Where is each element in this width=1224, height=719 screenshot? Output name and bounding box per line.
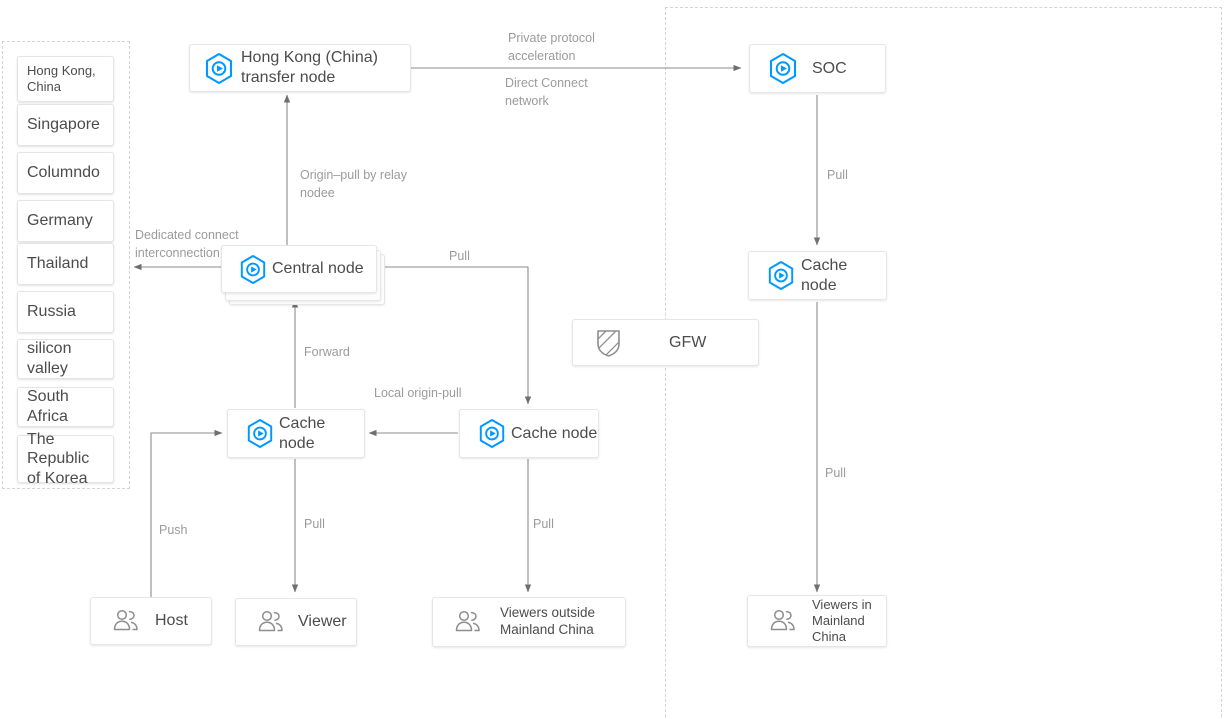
- region-chip-label: South Africa: [27, 388, 69, 425]
- node-label: Hong Kong (China) transfer node: [241, 49, 378, 86]
- edge-label-pull-central: Pull: [449, 249, 470, 263]
- shield-icon: [595, 328, 622, 358]
- node-hong-kong-transfer[interactable]: Hong Kong (China) transfer node: [189, 44, 411, 92]
- region-chip[interactable]: The Republic of Korea: [17, 431, 114, 487]
- region-chip-label: Columndo: [27, 164, 100, 182]
- region-chip[interactable]: Thailand: [17, 243, 114, 285]
- node-label: Cache node: [511, 424, 598, 442]
- edge-label-local-origin-pull: Local origin-pull: [374, 386, 462, 400]
- edge-label-pull-viewers-inside: Pull: [825, 466, 846, 480]
- node-cache-middle[interactable]: Cache node: [459, 409, 599, 458]
- node-central[interactable]: Central node: [221, 245, 377, 293]
- region-chip-label: Germany: [27, 212, 93, 230]
- node-viewer[interactable]: Viewer: [235, 598, 357, 646]
- region-chip[interactable]: South Africa: [17, 387, 114, 427]
- node-soc[interactable]: SOC: [749, 44, 886, 93]
- users-icon: [256, 610, 286, 634]
- node-viewers-outside[interactable]: Viewers outside Mainland China: [432, 597, 626, 647]
- node-label: Cache node: [279, 414, 326, 452]
- cdn-node-icon: [246, 418, 274, 449]
- edge-label-pull-viewer: Pull: [304, 517, 325, 531]
- users-icon: [453, 610, 483, 634]
- cdn-node-icon: [767, 260, 795, 291]
- users-icon: [768, 609, 798, 633]
- edge-label-direct-connect: Direct Connect network: [505, 76, 588, 109]
- node-viewers-inside[interactable]: Viewers in Mainland China: [747, 595, 887, 647]
- edge-label-private-protocol: Private protocol acceleration: [508, 31, 595, 64]
- node-label: Viewers in Mainland China: [812, 596, 872, 645]
- edge-label-push: Push: [159, 523, 188, 537]
- region-chip[interactable]: Hong Kong, China: [17, 56, 114, 102]
- edge-label-dedicated-connect: Dedicated connect interconnection: [135, 228, 239, 261]
- node-label: Central node: [272, 260, 364, 277]
- region-chip[interactable]: Germany: [17, 200, 114, 242]
- node-label: Viewers outside Mainland China: [500, 605, 596, 637]
- region-chip-label: Thailand: [27, 255, 89, 273]
- node-host[interactable]: Host: [90, 597, 212, 645]
- node-cache-mainland[interactable]: Cache node: [748, 251, 887, 300]
- region-chip[interactable]: Singapore: [17, 104, 114, 146]
- node-label: Cache node: [801, 256, 848, 294]
- node-label: GFW: [669, 333, 707, 351]
- region-chip-label: silicon valley: [27, 340, 72, 377]
- region-chip-label: Singapore: [27, 116, 100, 134]
- node-cache-left[interactable]: Cache node: [227, 409, 365, 458]
- edge-label-origin-pull-relay: Origin–pull by relay nodee: [300, 168, 407, 201]
- edge-label-pull-viewers-outside: Pull: [533, 517, 554, 531]
- cdn-node-icon: [204, 52, 234, 85]
- users-icon: [111, 609, 141, 633]
- node-label: SOC: [812, 59, 847, 77]
- region-chip-label: Russia: [27, 303, 76, 321]
- region-chip-label: Hong Kong, China: [27, 63, 96, 94]
- cdn-node-icon: [239, 254, 267, 285]
- node-gfw[interactable]: GFW: [572, 319, 759, 366]
- node-label: Viewer: [298, 613, 347, 630]
- region-chip-label: The Republic of Korea: [27, 430, 90, 487]
- cdn-node-icon: [478, 418, 506, 449]
- edge-label-pull-soc: Pull: [827, 168, 848, 182]
- region-chip[interactable]: Columndo: [17, 152, 114, 194]
- edge-label-forward: Forward: [304, 345, 350, 359]
- region-chip[interactable]: silicon valley: [17, 339, 114, 379]
- overseas-regions-group: [2, 41, 130, 489]
- cdn-node-icon: [768, 52, 798, 85]
- node-label: Host: [155, 612, 188, 629]
- region-chip[interactable]: Russia: [17, 291, 114, 333]
